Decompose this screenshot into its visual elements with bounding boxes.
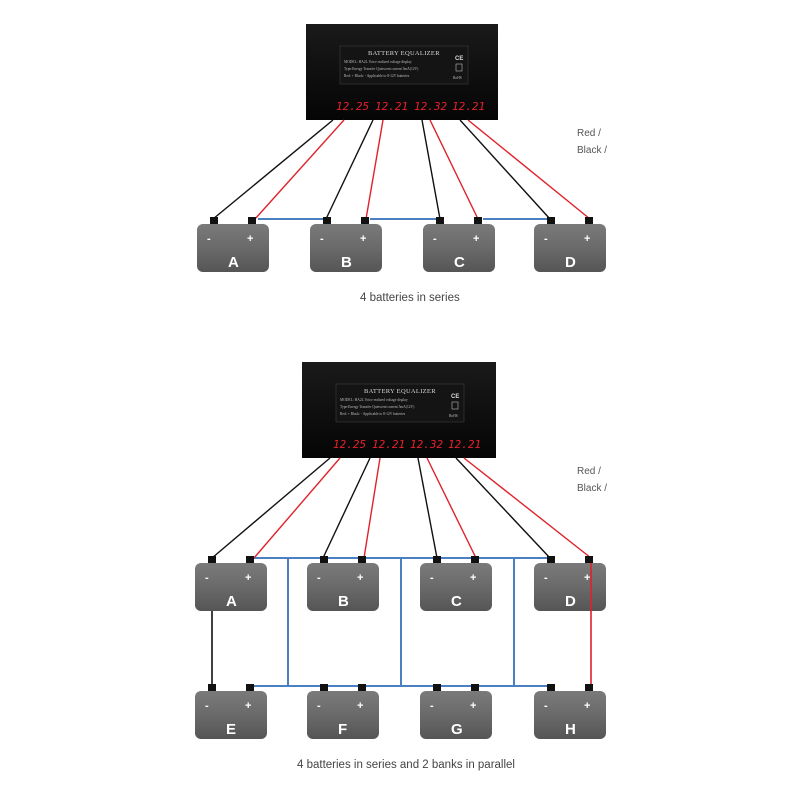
positive-terminal-label: + [360,233,366,245]
battery-label: H [565,721,576,738]
battery-e: - + E [195,684,267,739]
device-line-3: Red: + Black: - Applicable to 8-12V batt… [340,412,406,416]
voltage-reading-2: 12.21 [372,438,405,451]
voltage-reading-2: 12.21 [375,100,408,113]
equalizer-wires [212,119,591,220]
negative-terminal-label: - [430,700,434,712]
battery-g: - + G [420,684,492,739]
battery-a: - + A [197,217,269,272]
negative-terminal-label: - [430,572,434,584]
positive-terminal-label: + [245,572,251,584]
voltage-reading-4: 12.21 [452,100,485,113]
battery-label: F [338,721,347,738]
device-title: BATTERY EQUALIZER [368,50,440,57]
diagram-series-parallel: BATTERY EQUALIZER MODEL: HA2L Voice real… [195,362,607,771]
negative-terminal-label: - [544,572,548,584]
battery-equalizer-device: BATTERY EQUALIZER MODEL: HA2L Voice real… [302,362,496,458]
battery-d: - + D [534,217,606,272]
battery-label: D [565,593,576,610]
voltage-reading-1: 12.25 [336,100,369,113]
battery-c: - + C [420,556,492,611]
positive-terminal-label: + [357,572,363,584]
legend-black: Black / [577,145,607,156]
device-line-1: MODEL: HA2L Voice realized voltage displ… [340,398,408,402]
caption-series: 4 batteries in series [360,292,460,304]
positive-terminal-label: + [473,233,479,245]
battery-a: - + A [195,556,267,611]
legend-red: Red / [577,466,601,477]
battery-label: B [341,254,352,271]
diagram-series: BATTERY EQUALIZER MODEL: HA2L Voice real… [197,24,607,304]
positive-terminal-label: + [584,233,590,245]
negative-terminal-label: - [205,572,209,584]
positive-terminal-label: + [245,700,251,712]
positive-terminal-label: + [247,233,253,245]
device-line-3: Red: + Black: - Applicable to 8-12V batt… [344,74,410,78]
legend-red: Red / [577,128,601,139]
positive-terminal-label: + [584,572,590,584]
device-line-2: Type:Energy Transfer Quiescent current 5… [340,405,415,409]
parallel-links [254,557,550,687]
positive-terminal-label: + [470,700,476,712]
battery-label: B [338,593,349,610]
battery-h: - + H [534,684,606,739]
positive-terminal-label: + [584,700,590,712]
rohs-mark: RoHS [449,414,458,418]
battery-label: E [226,721,236,738]
battery-f: - + F [307,684,379,739]
battery-label: A [226,593,237,610]
battery-label: G [451,721,463,738]
device-line-1: MODEL: HA2L Voice realized voltage displ… [344,60,412,64]
negative-terminal-label: - [317,572,321,584]
ce-mark: CE [455,56,463,62]
caption-series-parallel: 4 batteries in series and 2 banks in par… [297,759,515,771]
negative-terminal-label: - [544,233,548,245]
battery-label: D [565,254,576,271]
equalizer-wires [211,457,592,559]
bin-icon [455,63,463,72]
voltage-reading-3: 12.32 [414,100,447,113]
battery-label: C [451,593,462,610]
positive-terminal-label: + [357,700,363,712]
battery-d: - + D [534,556,606,611]
battery-label: C [454,254,465,271]
voltage-reading-4: 12.21 [448,438,481,451]
device-line-2: Type:Energy Transfer Quiescent current 5… [344,67,419,71]
battery-b: - + B [307,556,379,611]
negative-terminal-label: - [207,233,211,245]
battery-label: A [228,254,239,271]
bin-icon [451,401,459,410]
voltage-reading-3: 12.32 [410,438,443,451]
rohs-mark: RoHS [453,76,462,80]
device-title: BATTERY EQUALIZER [364,388,436,395]
negative-terminal-label: - [544,700,548,712]
ce-mark: CE [451,394,459,400]
positive-terminal-label: + [470,572,476,584]
legend-black: Black / [577,483,607,494]
negative-terminal-label: - [433,233,437,245]
negative-terminal-label: - [320,233,324,245]
battery-equalizer-device: BATTERY EQUALIZER MODEL: HA2L Voice real… [306,24,498,120]
voltage-reading-1: 12.25 [333,438,366,451]
battery-b: - + B [310,217,382,272]
battery-c: - + C [423,217,495,272]
negative-terminal-label: - [205,700,209,712]
negative-terminal-label: - [317,700,321,712]
